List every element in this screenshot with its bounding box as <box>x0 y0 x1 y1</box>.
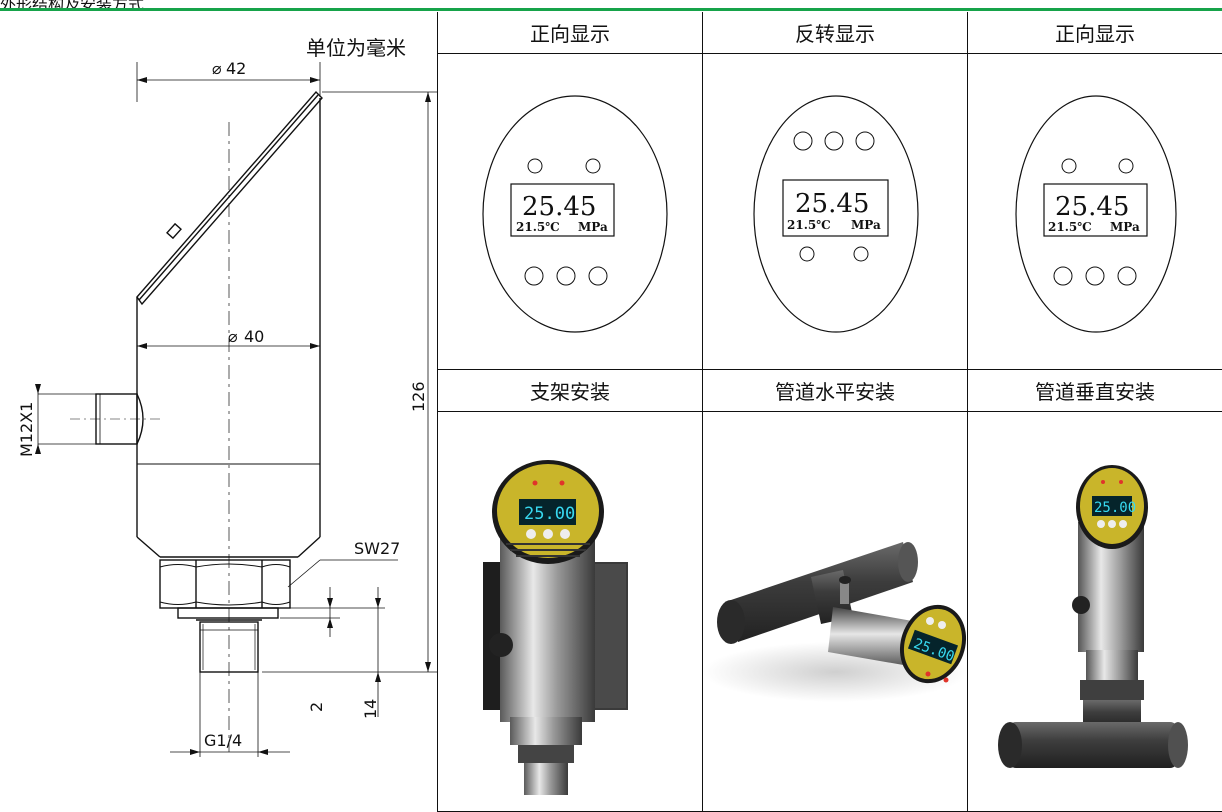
install-header-horizontal: 管道水平安装 <box>703 370 968 412</box>
dim-wrench: SW27 <box>354 539 400 558</box>
display-unit: MPa <box>1110 220 1140 234</box>
dim-dia-body: 40 <box>244 327 264 346</box>
dim-thread-side: M12X1 <box>17 402 36 457</box>
unit-label: 单位为毫米 <box>306 36 406 60</box>
sensor-outline-drawing: ⌀ 42 ⌀ 40 M12X1 126 SW27 2 14 G1/4 <box>17 59 437 757</box>
display-panel-normal-2: 25.45 21.5℃ MPa <box>968 54 1222 370</box>
dimension-drawing: 单位为毫米 <box>0 12 437 812</box>
dim-a: 2 <box>307 702 326 712</box>
install-photo-bracket: 25.00 <box>438 412 703 812</box>
display-panel-reversed: 25.45 21.5℃ MPa <box>703 54 968 370</box>
section-header: 外形结构及安装方式 <box>0 0 1222 12</box>
dim-dia-top: 42 <box>226 59 246 78</box>
display-value: 25.45 <box>795 189 869 219</box>
screen-readout: 25.00 <box>524 504 575 524</box>
display-temp: 21.5℃ <box>516 220 560 234</box>
install-photo-vertical: 25.00 <box>968 412 1222 812</box>
display-temp: 21.5℃ <box>1048 220 1092 234</box>
dim-thread-bottom: G1/4 <box>204 731 242 750</box>
install-photo-horizontal: 25.00 <box>703 412 968 812</box>
display-unit: MPa <box>851 218 881 232</box>
display-header-2: 反转显示 <box>703 12 968 54</box>
dim-b: 14 <box>361 699 380 719</box>
display-unit: MPa <box>578 220 608 234</box>
section-title: 外形结构及安装方式 <box>0 0 144 9</box>
install-header-bracket: 支架安装 <box>438 370 703 412</box>
display-panel-normal-1: 25.45 21.5℃ MPa <box>438 54 703 370</box>
display-temp: 21.5℃ <box>787 218 831 232</box>
dim-height-total: 126 <box>409 381 428 412</box>
options-grid: 正向显示 反转显示 正向显示 25.45 21.5℃ MPa <box>437 12 1222 812</box>
screen-readout: 25.00 <box>1094 500 1136 516</box>
dim-dia-body-symbol: ⌀ <box>228 327 238 346</box>
display-value: 25.45 <box>1055 192 1129 222</box>
dim-dia-top-symbol: ⌀ <box>212 59 222 78</box>
install-header-vertical: 管道垂直安装 <box>968 370 1222 412</box>
display-header-1: 正向显示 <box>438 12 703 54</box>
header-rule <box>0 8 1222 11</box>
display-header-3: 正向显示 <box>968 12 1222 54</box>
display-value: 25.45 <box>522 192 596 222</box>
